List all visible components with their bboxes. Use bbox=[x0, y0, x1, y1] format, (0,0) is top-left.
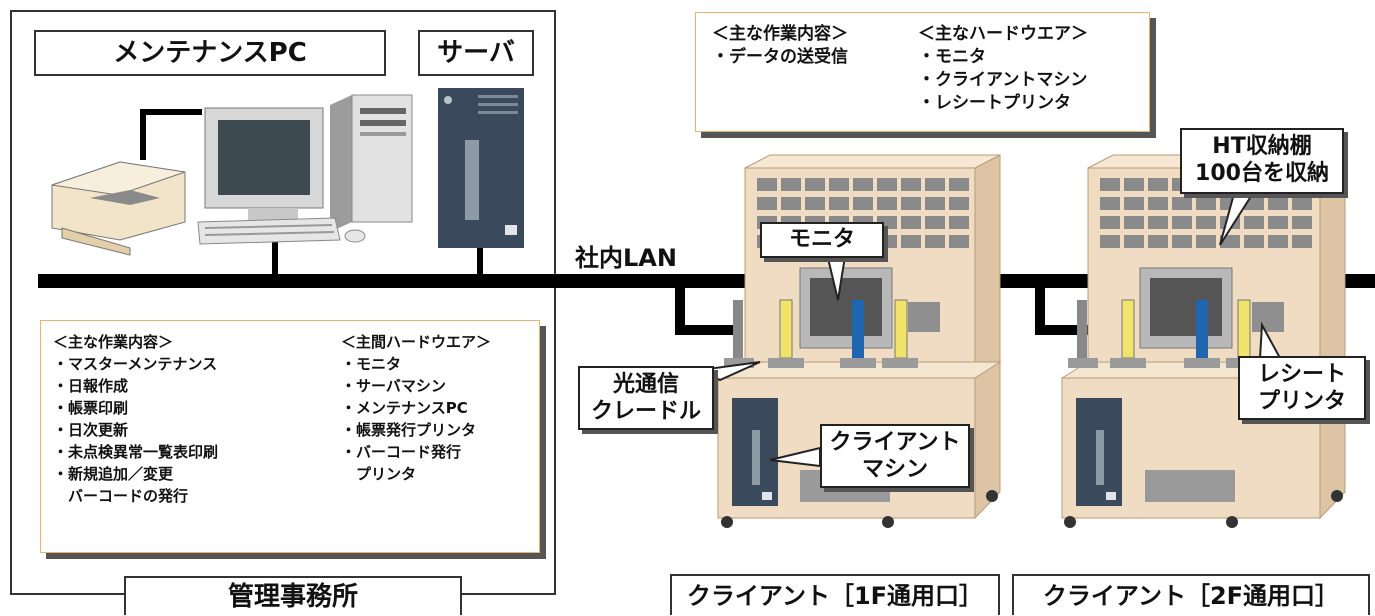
office-hardware-item: ・モニタ bbox=[341, 355, 402, 373]
maintenance-pc-title: メンテナンスPC bbox=[34, 30, 386, 76]
client-tasks-header: ＜主な作業内容＞ bbox=[712, 24, 848, 44]
client-station-2 bbox=[1035, 154, 1347, 528]
ht-shelf-callout: HT収納棚 100台を収納 bbox=[1180, 128, 1344, 194]
office-footer-title: 管理事務所 bbox=[124, 576, 462, 615]
client-2-title: クライアント［2F通用口］ bbox=[1012, 574, 1370, 615]
lan-label: 社内LAN bbox=[575, 244, 677, 272]
monitor-callout-label: モニタ bbox=[788, 227, 855, 252]
client-hardware-item: ・レシートプリンタ bbox=[918, 93, 1071, 113]
office-task-item: ・新規追加／変更 bbox=[53, 465, 174, 483]
optical-cradle-callout-line: 光通信 bbox=[612, 372, 679, 397]
office-hardware-item: ・サーバマシン bbox=[341, 377, 446, 395]
client-machine-callout: クライアント マシン bbox=[820, 424, 970, 488]
office-equipment bbox=[51, 88, 524, 275]
office-hardware-item: ・帳票発行プリンタ bbox=[341, 421, 477, 439]
office-tasks-header: ＜主な作業内容＞ bbox=[53, 333, 174, 351]
office-task-item: ・日次更新 bbox=[53, 421, 129, 439]
lan-backbone bbox=[38, 274, 1375, 288]
office-task-item: バーコードの発行 bbox=[53, 487, 189, 505]
ht-shelf-callout-line: HT収納棚 bbox=[1212, 134, 1312, 159]
client-hardware-header: ＜主なハードウエア＞ bbox=[918, 24, 1088, 44]
printer-icon bbox=[51, 161, 186, 256]
receipt-printer-callout-line: プリンタ bbox=[1257, 389, 1346, 414]
optical-cradle-callout: 光通信 クレードル bbox=[578, 366, 714, 430]
office-hardware-item: ・バーコード発行 bbox=[341, 443, 462, 461]
office-task-item: ・マスターメンテナンス bbox=[53, 355, 218, 373]
optical-cradle-callout-line: クレードル bbox=[590, 399, 701, 424]
office-task-item: ・日報作成 bbox=[53, 377, 129, 395]
printer-cable bbox=[140, 109, 202, 160]
client-task-item: ・データの送受信 bbox=[712, 47, 848, 67]
client-1-title: クライアント［1F通用口］ bbox=[670, 574, 1000, 615]
office-hardware-header: ＜主間ハードウエア＞ bbox=[341, 333, 492, 351]
server-title: サーバ bbox=[418, 30, 534, 76]
receipt-printer-callout-line: レシート bbox=[1257, 362, 1346, 387]
office-hardware-item: プリンタ bbox=[341, 465, 417, 483]
tower-pc-icon bbox=[330, 94, 413, 232]
server-icon bbox=[438, 88, 524, 248]
keyboard-icon bbox=[197, 217, 341, 245]
office-task-item: ・帳票印刷 bbox=[53, 399, 129, 417]
mouse-icon bbox=[344, 229, 366, 243]
client-hardware-item: ・モニタ bbox=[918, 47, 986, 67]
office-info-box: ＜主な作業内容＞ ・マスターメンテナンス ・日報作成 ・帳票印刷 ・日次更新 ・… bbox=[40, 320, 540, 553]
client-machine-callout-line: クライアント bbox=[829, 430, 961, 455]
crt-monitor-icon bbox=[204, 107, 324, 222]
client-hardware-item: ・クライアントマシン bbox=[918, 70, 1088, 90]
client-info-box: ＜主な作業内容＞ ・データの送受信 ＜主なハードウエア＞ ・モニタ ・クライアン… bbox=[695, 12, 1150, 132]
ht-shelf-callout-line: 100台を収納 bbox=[1195, 161, 1329, 186]
client-machine-callout-line: マシン bbox=[861, 457, 928, 482]
monitor-callout: モニタ bbox=[760, 222, 884, 258]
office-task-item: ・未点検異常一覧表印刷 bbox=[53, 443, 219, 461]
receipt-printer-callout: レシート プリンタ bbox=[1238, 356, 1366, 420]
office-hardware-item: ・メンテナンスPC bbox=[341, 399, 468, 417]
